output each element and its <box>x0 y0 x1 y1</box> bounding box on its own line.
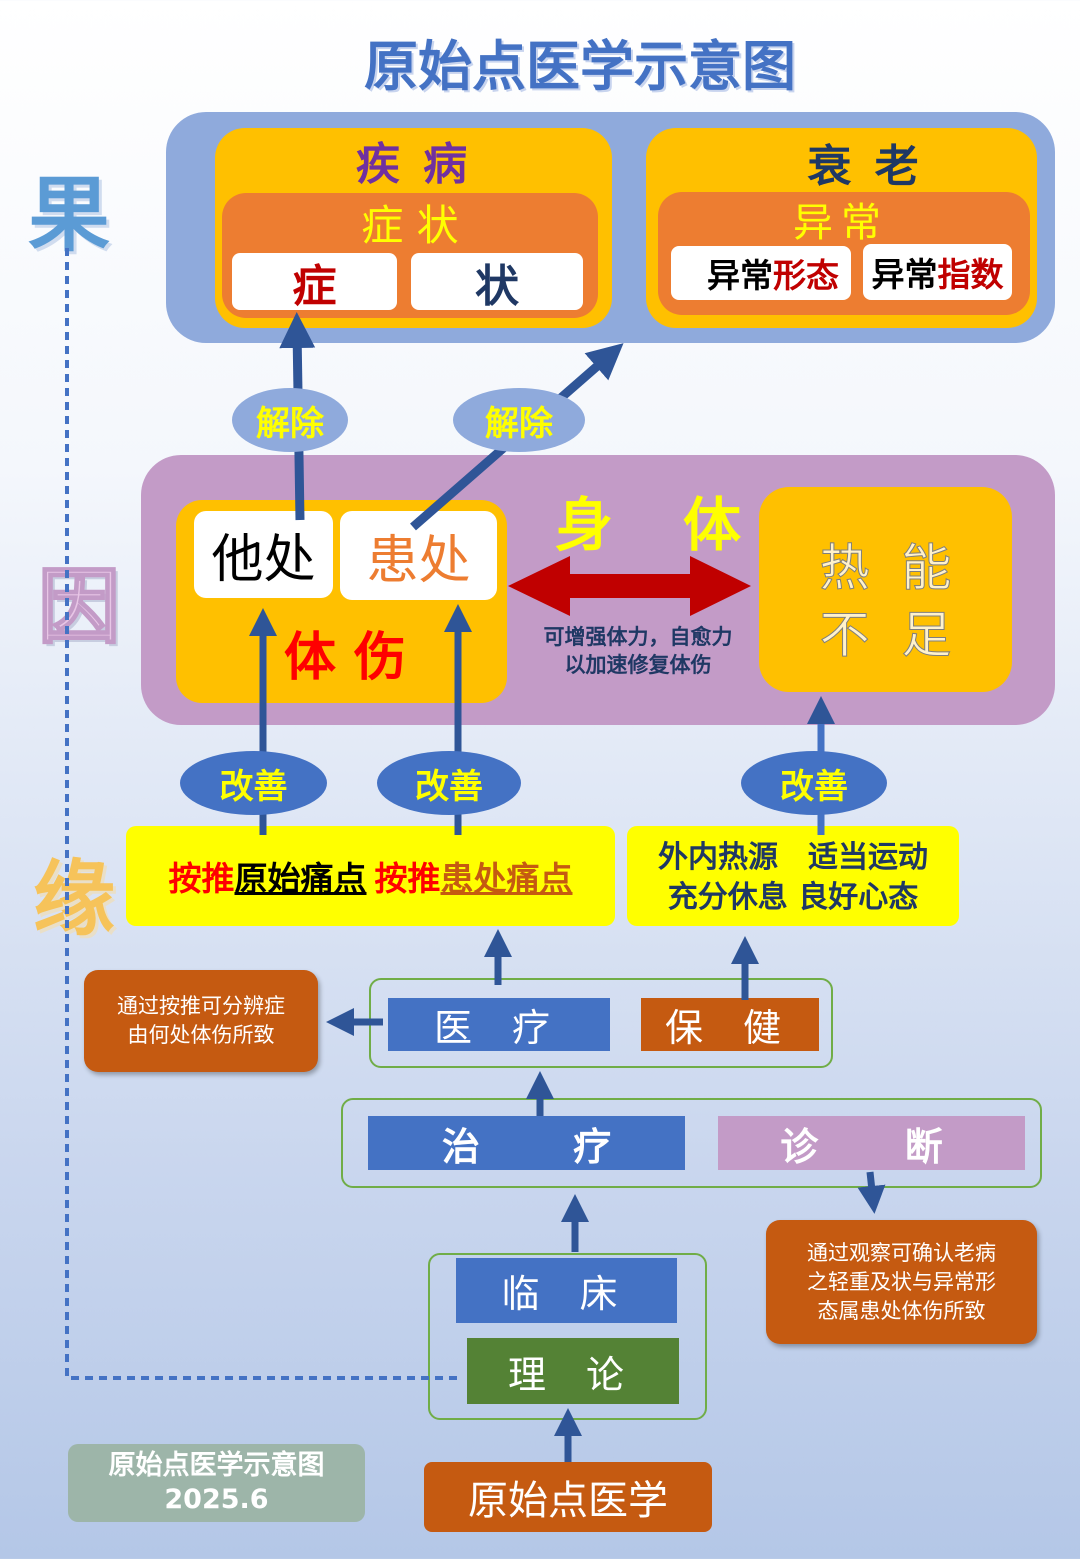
disease-title: 疾 病 <box>355 139 472 190</box>
health-care-box: 保 健 <box>641 998 819 1051</box>
method-affected-point: 患处痛点 <box>440 859 573 898</box>
health-methods-line2: 充分休息 良好心态 <box>667 880 919 915</box>
treatment-box: 治 疗 <box>368 1116 685 1170</box>
improve-ellipse-1: 改善 <box>180 751 327 815</box>
health-methods-line1: 外内热源 适当运动 <box>658 840 928 875</box>
relief-ellipse-2: 解除 <box>453 388 585 452</box>
massage-methods-box: 按推原始痛点按推患处痛点 <box>126 826 615 926</box>
aging-title: 衰 老 <box>807 141 923 192</box>
note-observe-line2: 之轻重及状与异常形 <box>807 1269 996 1294</box>
method-push-2: 按推 <box>374 859 441 898</box>
abnormal-index-box: 异常指数 <box>863 244 1012 300</box>
diagnosis-box: 诊 断 <box>718 1116 1025 1170</box>
abnormal-hidden-char: 常 <box>841 200 881 246</box>
page-title: 原始点医学示意图 <box>364 35 796 98</box>
symptom-box-zheng: 症 <box>232 253 397 312</box>
abnormal-index-red: 指数 <box>937 255 1004 294</box>
improve-ellipse-3: 改善 <box>741 751 887 815</box>
clinical-box: 临 床 <box>456 1258 677 1323</box>
body-char-1: 身 <box>554 491 613 559</box>
note-massage-line2: 由何处体伤所致 <box>127 1023 275 1047</box>
result-label: 果 <box>28 168 111 263</box>
heat-line2: 不 足 <box>819 606 952 665</box>
note-observe: 通过观察可确认老病 之轻重及状与异常形 态属患处体伤所致 <box>766 1220 1037 1344</box>
heat-line1: 热 能 <box>819 539 952 598</box>
affected-place-box: 患处 <box>340 511 497 600</box>
abnormal-index-black: 异常 <box>871 255 938 294</box>
symptom-title: 症 状 <box>361 200 459 250</box>
theory-box: 理 论 <box>467 1338 679 1404</box>
medical-box: 医 疗 <box>388 998 610 1051</box>
condition-label: 缘 <box>33 852 116 947</box>
method-origin-point: 原始痛点 <box>234 859 367 898</box>
note-observe-line3: 态属患处体伤所致 <box>817 1298 986 1323</box>
method-push-1: 按推 <box>168 859 235 898</box>
note-observe-line1: 通过观察可确认老病 <box>807 1240 996 1265</box>
badge-date: 2025.6 <box>164 1484 269 1515</box>
arrow-note-line1: 可增强体力，自愈力 <box>543 625 733 649</box>
note-massage-line1: 通过按推可分辨症 <box>117 994 285 1018</box>
abnormal-form-red: 形态 <box>773 256 839 295</box>
abnormal-title: 异 <box>793 200 833 246</box>
other-place-box: 他处 <box>194 511 333 598</box>
cause-label: 因 <box>37 559 121 656</box>
badge-title: 原始点医学示意图 <box>108 1450 325 1481</box>
health-methods-box: 外内热源 适当运动 充分休息 良好心态 <box>627 826 959 926</box>
note-massage: 通过按推可分辨症 由何处体伤所致 <box>84 970 318 1072</box>
injury-label: 体 伤 <box>283 627 407 688</box>
badge: 原始点医学示意图 2025.6 <box>68 1444 365 1522</box>
abnormal-form-black: 异常 <box>707 256 773 295</box>
root-box: 原始点医学 <box>424 1462 712 1532</box>
treatment-frame <box>341 1098 1042 1188</box>
double-arrow <box>508 556 751 616</box>
heat-box <box>759 487 1012 692</box>
relief-ellipse-1: 解除 <box>232 388 348 452</box>
arrow-to-note-right <box>857 1171 886 1214</box>
arrow-note-line2: 以加速修复体伤 <box>564 653 712 677</box>
symptom-box-zhuang: 状 <box>411 253 583 312</box>
abnormal-form-box: 异常形态 <box>671 246 851 300</box>
timeline-dashed-line <box>65 248 458 1380</box>
body-char-2: 体 <box>682 491 741 559</box>
improve-ellipse-2: 改善 <box>377 751 521 815</box>
